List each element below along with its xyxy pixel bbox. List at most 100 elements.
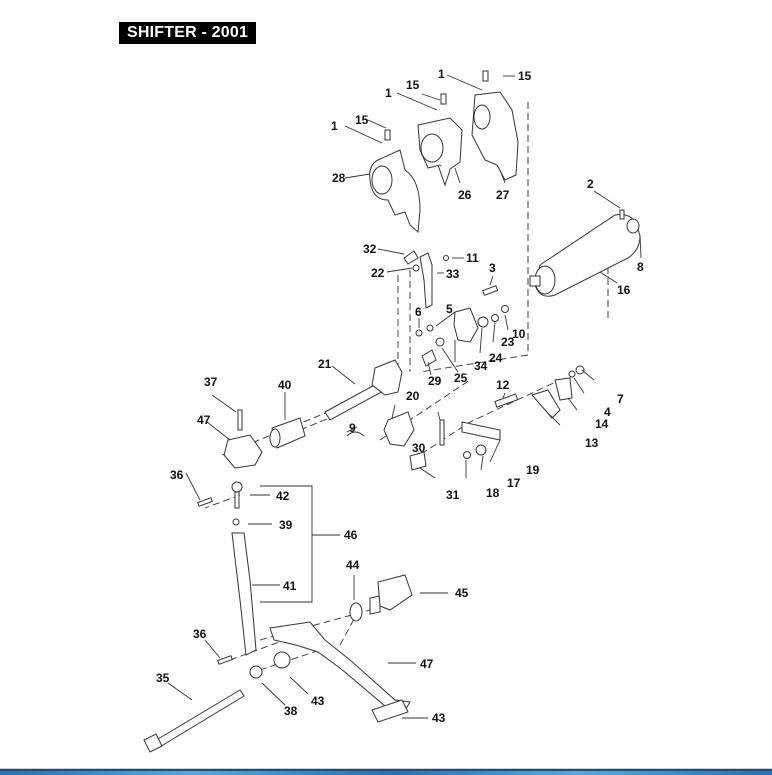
callout-40: 40 — [278, 378, 292, 392]
rod-42[interactable] — [234, 491, 240, 509]
washer-44[interactable] — [349, 602, 363, 622]
callout-23: 23 — [501, 335, 515, 349]
callout-15: 15 — [355, 113, 369, 127]
callout-38: 38 — [284, 704, 298, 718]
rod-41[interactable] — [231, 532, 257, 656]
pin-2[interactable] — [619, 209, 625, 220]
callout-18: 18 — [486, 486, 500, 500]
nut-7[interactable] — [575, 365, 585, 375]
callout-47: 47 — [420, 657, 434, 671]
callout-7: 7 — [617, 392, 624, 406]
peg-45[interactable] — [377, 574, 413, 611]
washer-23[interactable] — [491, 314, 499, 322]
callout-12: 12 — [496, 378, 510, 392]
nut-18[interactable] — [463, 451, 471, 459]
callout-13: 13 — [585, 436, 599, 450]
bolt-35[interactable] — [152, 689, 245, 749]
pin-15[interactable] — [440, 93, 447, 105]
bushing-40-end — [269, 428, 281, 448]
washer-4[interactable] — [568, 370, 576, 378]
shift-lever-47[interactable] — [269, 621, 411, 713]
nut-6[interactable] — [415, 329, 423, 337]
callout-1: 1 — [331, 119, 338, 133]
spring-29[interactable] — [421, 349, 437, 367]
leader-lines — [167, 74, 642, 719]
callout-46: 46 — [344, 528, 358, 542]
callout-6: 6 — [415, 305, 422, 319]
callout-29: 29 — [428, 374, 442, 388]
rod-end-42[interactable] — [231, 481, 243, 493]
peg-45-shaft — [369, 595, 381, 615]
callout-44: 44 — [346, 558, 360, 572]
rubber-43[interactable] — [371, 699, 409, 723]
callout-1: 1 — [385, 86, 392, 100]
pin-15[interactable] — [482, 70, 489, 82]
washer-43[interactable] — [273, 651, 291, 669]
shift-shaft-21[interactable] — [324, 359, 403, 421]
callout-36: 36 — [193, 627, 207, 641]
callout-45: 45 — [455, 586, 469, 600]
pin-12[interactable] — [494, 393, 519, 408]
callout-32: 32 — [363, 242, 377, 256]
callout-37: 37 — [204, 375, 218, 389]
callout-11: 11 — [466, 251, 479, 265]
plate-14[interactable] — [554, 377, 573, 401]
bearing-8[interactable] — [626, 218, 640, 234]
bracket-46 — [260, 485, 313, 603]
spring-30[interactable] — [439, 419, 445, 446]
clip-9[interactable] — [346, 431, 365, 437]
spring-32[interactable] — [403, 250, 419, 265]
washer-5[interactable] — [426, 324, 434, 332]
shift-drum-16[interactable] — [529, 214, 641, 297]
callout-20: 20 — [406, 389, 420, 403]
callout-33: 33 — [446, 267, 460, 281]
washer-22[interactable] — [412, 264, 420, 272]
callout-47: 47 — [197, 413, 211, 427]
washer-25[interactable] — [435, 337, 445, 347]
callout-15: 15 — [518, 69, 532, 83]
footer-bar — [0, 768, 772, 775]
callout-35: 35 — [156, 671, 170, 685]
clamp-47[interactable] — [223, 434, 263, 469]
callout-labels: 1 15 1 15 1 15 28 26 27 2 8 16 32 11 22 … — [156, 67, 644, 725]
ring-11[interactable] — [443, 255, 449, 261]
screw-37[interactable] — [237, 409, 243, 431]
screw-36[interactable] — [217, 655, 233, 665]
callout-21: 21 — [318, 357, 332, 371]
callout-14: 14 — [595, 417, 609, 431]
callout-8: 8 — [637, 260, 644, 274]
plate-34[interactable] — [453, 307, 479, 343]
screw-36[interactable] — [197, 497, 213, 507]
shift-fork-28[interactable] — [369, 149, 421, 234]
lever-33[interactable] — [419, 252, 433, 309]
callout-9: 9 — [349, 421, 356, 435]
shift-fork-27[interactable] — [471, 91, 519, 181]
callout-30: 30 — [412, 441, 426, 455]
washer-38[interactable] — [249, 665, 263, 679]
callout-26: 26 — [458, 188, 472, 202]
callout-16: 16 — [617, 283, 631, 297]
pin-3[interactable] — [482, 285, 499, 296]
nut-39[interactable] — [232, 518, 240, 526]
callout-24: 24 — [489, 351, 503, 365]
callout-1: 1 — [438, 67, 445, 81]
nut-10[interactable] — [501, 305, 509, 313]
callout-10: 10 — [512, 327, 526, 341]
callout-39: 39 — [279, 518, 293, 532]
callout-19: 19 — [526, 463, 540, 477]
plate-20[interactable] — [383, 411, 415, 447]
lever-13[interactable] — [531, 389, 561, 419]
lever-19[interactable] — [461, 421, 501, 441]
pin-15[interactable] — [384, 129, 391, 141]
callout-31: 31 — [446, 488, 460, 502]
callout-28: 28 — [332, 171, 346, 185]
callout-43: 43 — [432, 711, 446, 725]
shift-fork-26[interactable] — [417, 117, 463, 187]
spacer-17[interactable] — [475, 444, 487, 456]
diagram-title: SHIFTER - 2001 — [119, 22, 257, 44]
bolt-35-head — [143, 733, 163, 753]
bolt-31[interactable] — [409, 451, 427, 471]
callout-5: 5 — [446, 302, 453, 316]
spacer-24[interactable] — [477, 316, 489, 328]
